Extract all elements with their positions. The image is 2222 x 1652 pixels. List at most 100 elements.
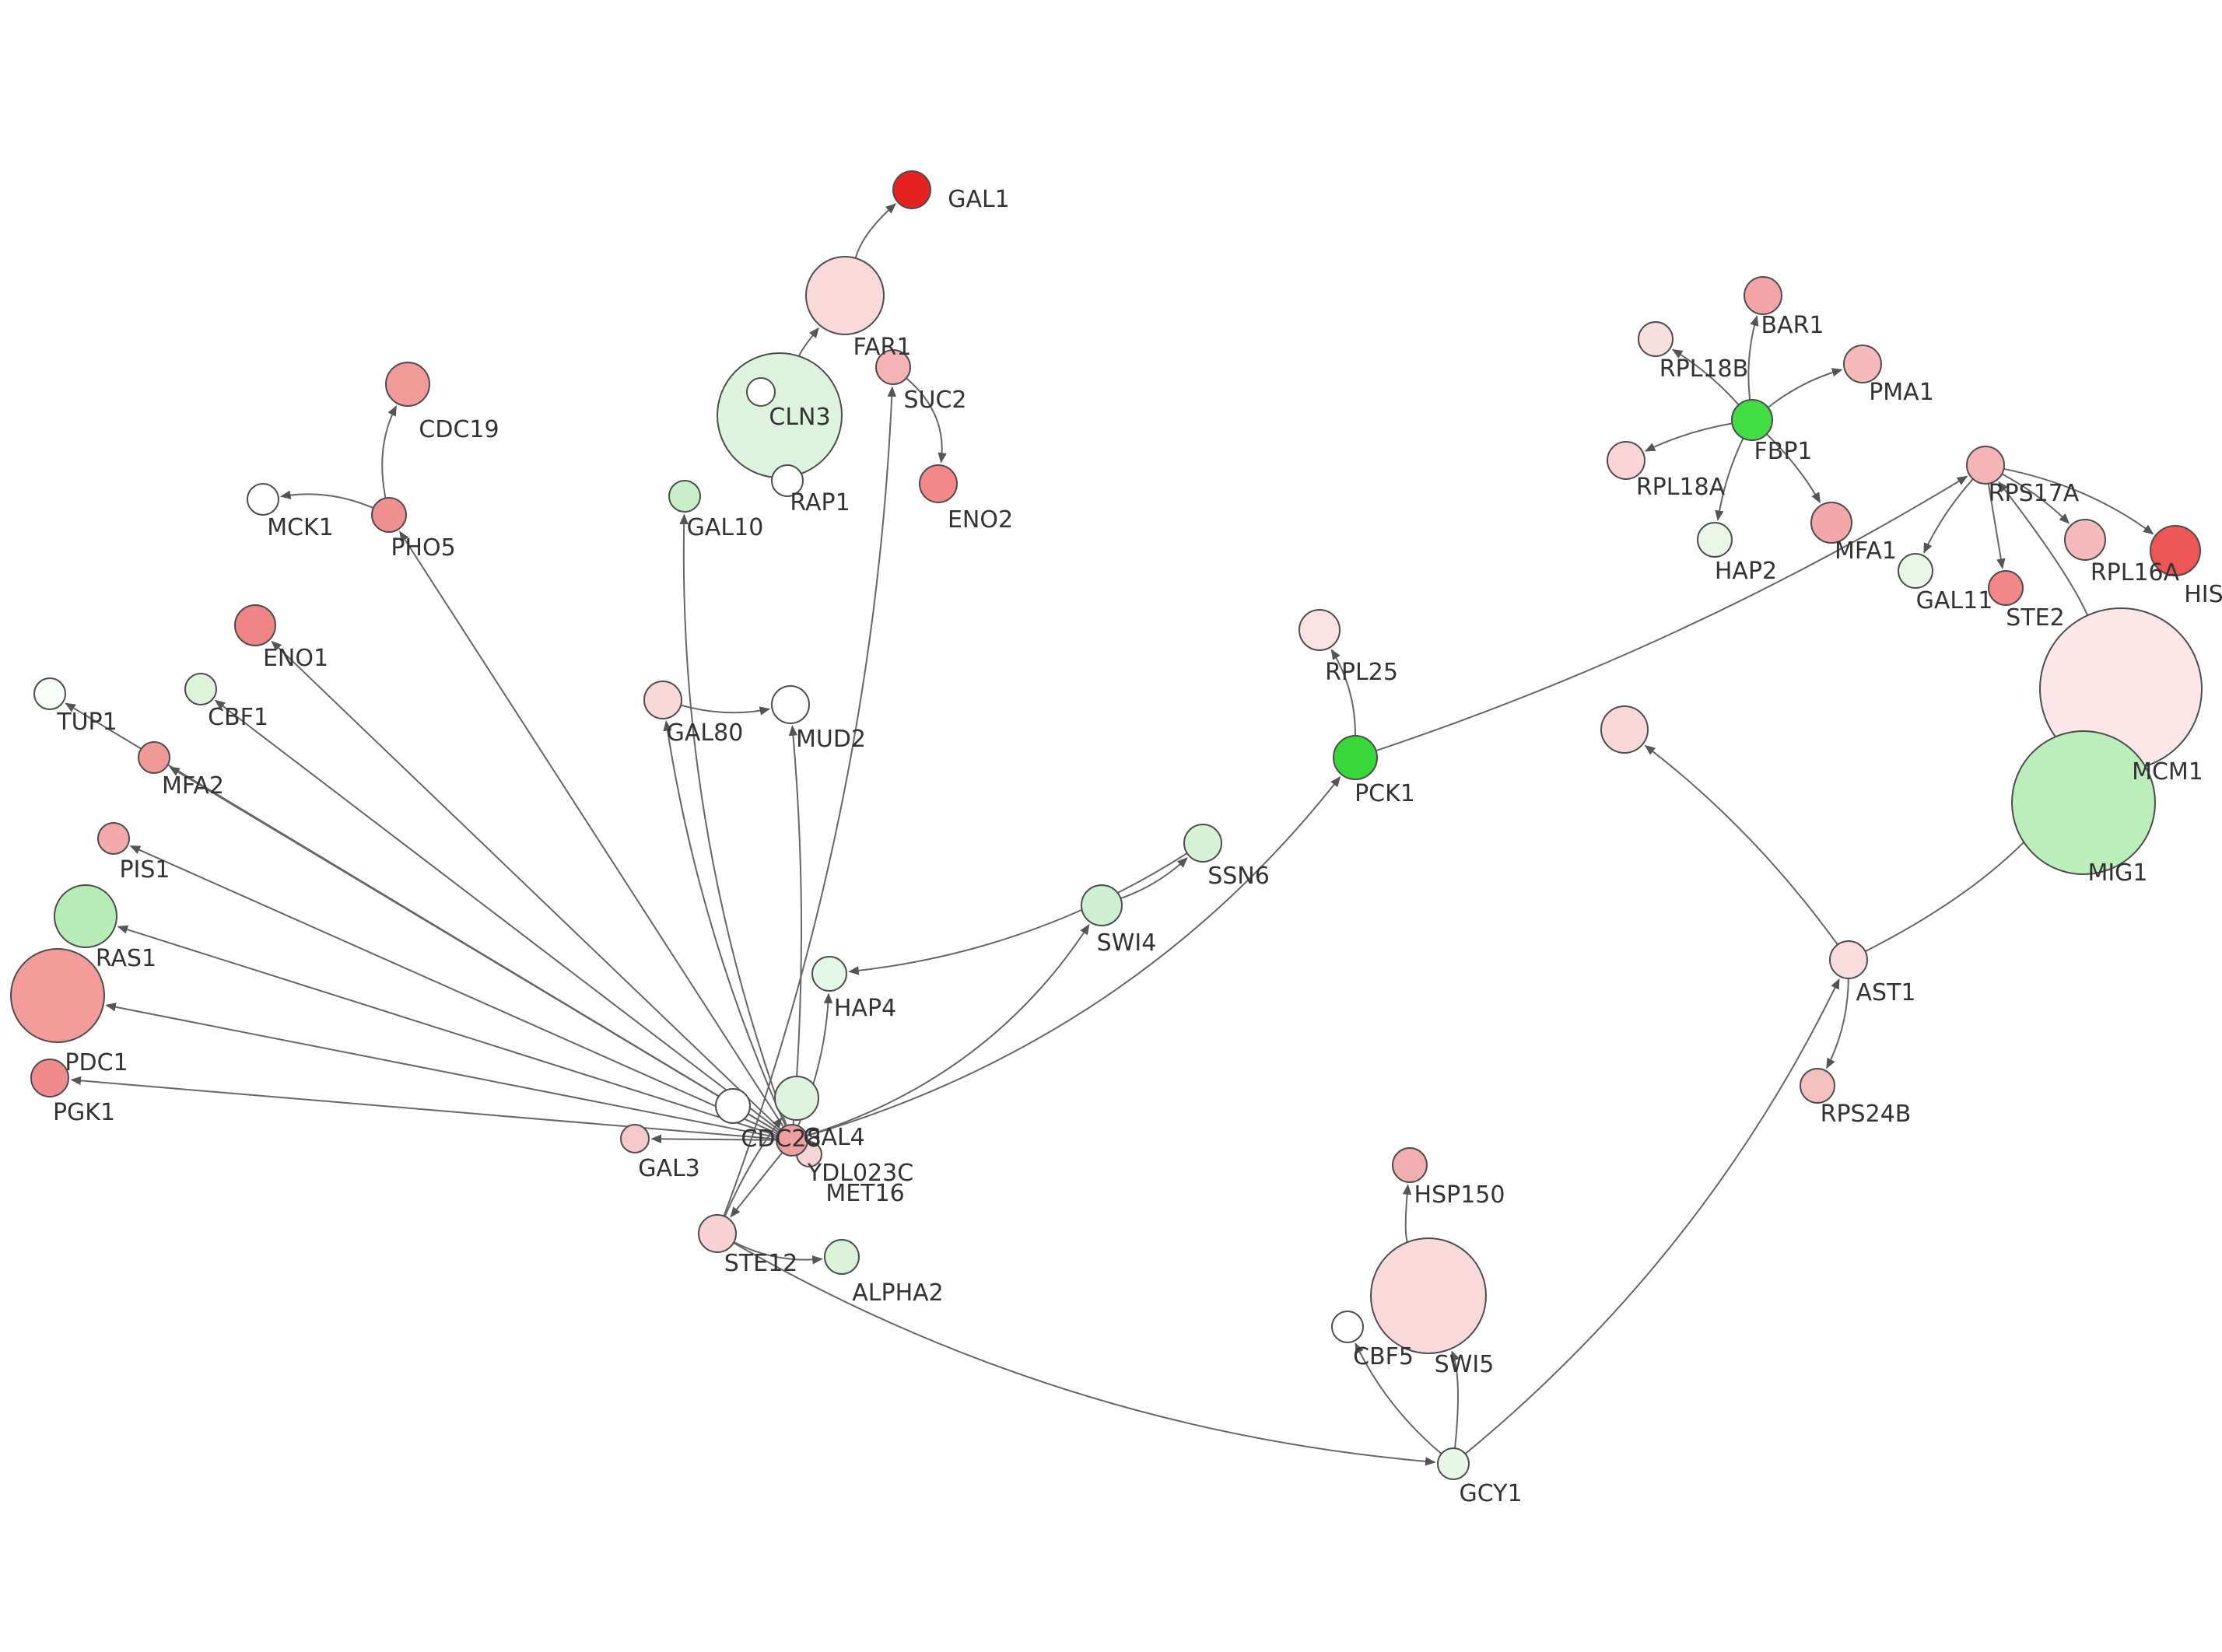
edge-SSN6-HAP4[interactable] — [848, 852, 1188, 975]
node-RPL16A[interactable] — [2064, 519, 2106, 561]
edge-FBP1-HAP2[interactable] — [1715, 437, 1744, 521]
edge-GAL80-MUD2[interactable] — [680, 704, 771, 716]
edge-FBP1-RPL18A[interactable] — [1644, 422, 1733, 452]
edge-GAL4-GAL3[interactable] — [650, 1134, 777, 1144]
edge-STE12-GCY1[interactable] — [733, 1242, 1436, 1466]
node-BAR1[interactable] — [1744, 276, 1782, 315]
node-GAL4[interactable] — [776, 1124, 808, 1157]
node-label-TUP1: TUP1 — [56, 709, 117, 736]
node-ENO2[interactable] — [919, 464, 958, 503]
node-RAP1[interactable] — [771, 464, 804, 497]
node-label-RPL25: RPL25 — [1325, 659, 1398, 686]
node-STE12[interactable] — [698, 1214, 737, 1253]
edge-GAL4-PDC1[interactable] — [105, 1003, 777, 1139]
edge-SWI5-HSP150[interactable] — [1402, 1184, 1412, 1243]
node-FBP1[interactable] — [1731, 399, 1773, 441]
edge-PCK1-RPL25[interactable] — [1330, 649, 1357, 737]
node-ENO1[interactable] — [234, 604, 276, 646]
node-MIG1[interactable] — [2011, 730, 2156, 875]
edge-STE12-CDC28[interactable] — [724, 1117, 783, 1217]
node-AST1[interactable] — [1829, 940, 1868, 979]
edge-PHO5-CDC19[interactable] — [381, 405, 398, 499]
edge-SUC2-ENO2[interactable] — [906, 377, 947, 464]
edge-GAL4-PGK1[interactable] — [70, 1076, 777, 1140]
node-GAL80[interactable] — [643, 681, 682, 719]
edge-AST1-RPS24B[interactable] — [1826, 978, 1849, 1069]
node-MUD2[interactable] — [771, 685, 810, 724]
edge-GCY1-CBF5[interactable] — [1355, 1342, 1442, 1454]
node-HAP4[interactable] — [811, 956, 847, 992]
node-TUP1[interactable] — [33, 677, 66, 710]
node-SWI5[interactable] — [1370, 1237, 1487, 1354]
node-ALPHA2[interactable] — [824, 1239, 860, 1275]
node-GCY1[interactable] — [1437, 1447, 1470, 1480]
node-YDL023C[interactable] — [715, 1088, 751, 1124]
edge-FBP1-PMA1[interactable] — [1767, 368, 1843, 408]
node-CDC19[interactable] — [385, 362, 430, 407]
node-CDC28[interactable] — [774, 1076, 819, 1121]
node-PCK1[interactable] — [1333, 735, 1378, 780]
node-unlabeled-1[interactable] — [746, 377, 776, 407]
node-PGK1[interactable] — [30, 1059, 69, 1097]
node-PHO5[interactable] — [371, 497, 407, 533]
node-HAP2[interactable] — [1697, 522, 1733, 558]
edge-PHO5-MCK1[interactable] — [280, 490, 374, 509]
edge-GAL4-MUD2[interactable] — [788, 725, 803, 1125]
node-STE2[interactable] — [1988, 570, 2024, 606]
node-MFA1[interactable] — [1810, 502, 1852, 544]
edge-CLN3-FAR1[interactable] — [798, 327, 819, 357]
node-HIS4[interactable] — [2150, 525, 2201, 576]
node-PDC1[interactable] — [10, 948, 105, 1043]
node-HSP150[interactable] — [1392, 1147, 1428, 1183]
edge-SWI4-SSN6[interactable] — [1120, 857, 1188, 900]
edge-GCY1-AST1[interactable] — [1464, 978, 1840, 1454]
node-RPS17A[interactable] — [1966, 446, 2005, 485]
edge-GAL4-RAS1[interactable] — [117, 925, 778, 1136]
node-RPL25[interactable] — [1299, 609, 1341, 651]
node-GAL11[interactable] — [1898, 553, 1933, 589]
edge-FBP1-MFA1[interactable] — [1765, 433, 1821, 504]
node-RAS1[interactable] — [54, 884, 117, 948]
node-label-CBF1: CBF1 — [208, 704, 268, 731]
edge-RPS17A-STE2[interactable] — [1987, 483, 2006, 569]
edge-GAL4-STE12[interactable] — [730, 1151, 783, 1218]
edge-GAL4-PIS1[interactable] — [129, 845, 779, 1135]
edge-GAL4-GAL80[interactable] — [663, 720, 787, 1127]
node-MCK1[interactable] — [247, 483, 279, 516]
node-CBF1[interactable] — [184, 673, 217, 705]
node-PIS1[interactable] — [97, 822, 130, 855]
edge-FBP1-BAR1[interactable] — [1747, 315, 1759, 401]
node-GAL1[interactable] — [892, 170, 931, 209]
edge-PCK1-RPS17A[interactable] — [1376, 475, 1968, 752]
edge-MCM1-RPS17A[interactable] — [1998, 481, 2089, 616]
node-SSN6[interactable] — [1183, 824, 1222, 863]
edge-RPS17A-HIS4[interactable] — [2003, 467, 2154, 535]
edge-GAL4-PHO5[interactable] — [399, 530, 785, 1128]
edge-GAL4-CBF1[interactable] — [214, 699, 780, 1132]
edge-GAL4-MFA2[interactable] — [169, 766, 780, 1133]
edge-GAL4-PCK1[interactable] — [806, 776, 1341, 1137]
edge-GAL4-GAL10[interactable] — [679, 513, 787, 1126]
node-SUC2[interactable] — [875, 349, 911, 385]
edge-AST1-unlabeled-2[interactable] — [1644, 744, 1838, 946]
node-RPL18A[interactable] — [1607, 441, 1645, 480]
node-FAR1[interactable] — [805, 256, 885, 335]
edge-STE12-ALPHA2[interactable] — [733, 1241, 823, 1265]
node-GAL10[interactable] — [668, 480, 701, 513]
edge-GAL4-ENO1[interactable] — [271, 640, 782, 1130]
node-unlabeled-2[interactable] — [1600, 705, 1649, 754]
edge-FBP1-RPL18B[interactable] — [1671, 348, 1740, 406]
node-RPS24B[interactable] — [1800, 1068, 1835, 1104]
edge-RPS17A-RPL16A[interactable] — [2001, 473, 2070, 524]
node-GAL3[interactable] — [620, 1124, 650, 1153]
edge-GAL4-SWI4[interactable] — [806, 923, 1090, 1136]
node-SWI4[interactable] — [1081, 884, 1123, 926]
node-PMA1[interactable] — [1843, 345, 1882, 383]
node-RPL18B[interactable] — [1638, 321, 1674, 357]
node-CBF5[interactable] — [1331, 1311, 1364, 1343]
edge-RPS17A-GAL11[interactable] — [1923, 478, 1974, 554]
edge-GCY1-SWI5[interactable] — [1451, 1350, 1460, 1449]
node-MFA2[interactable] — [138, 741, 170, 774]
edge-FAR1-GAL1[interactable] — [854, 203, 896, 259]
